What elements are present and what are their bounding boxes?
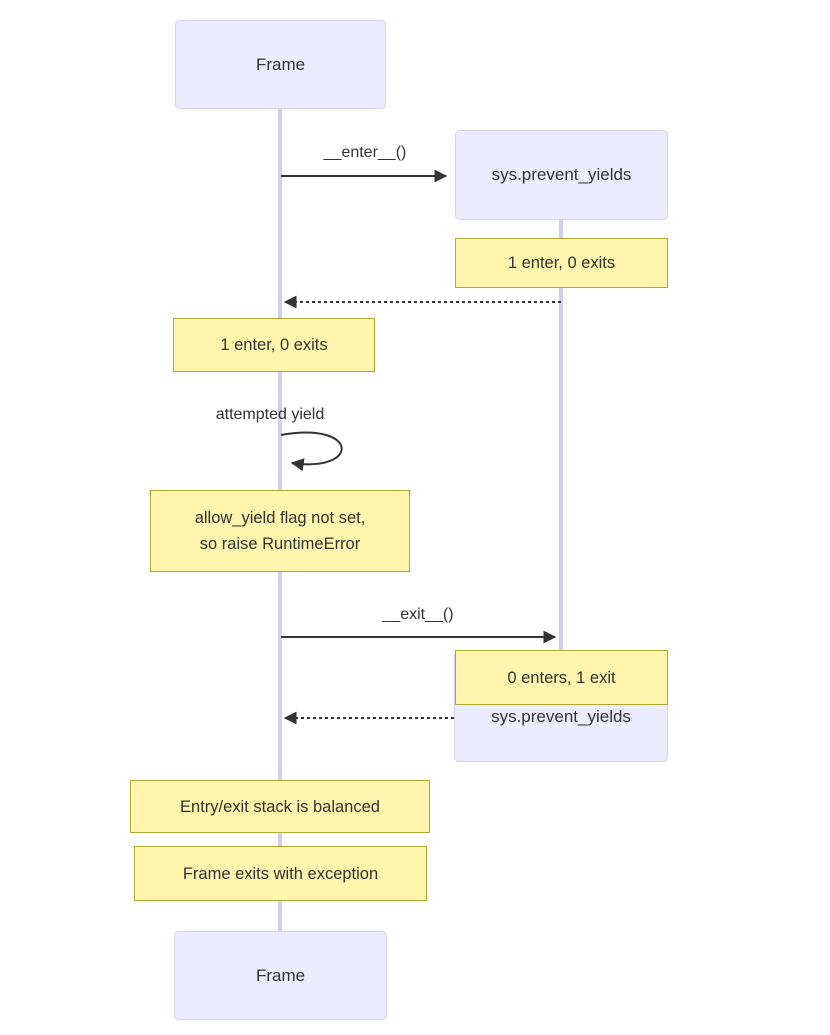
actor-label-frame-top: Frame <box>255 54 306 74</box>
note-right-exit-count: 0 enters, 1 exit <box>455 650 668 705</box>
actor-box-frame-top: Frame <box>175 20 386 109</box>
exit-message-label: __exit__() <box>382 606 454 623</box>
note-stack-balanced: Entry/exit stack is balanced <box>130 780 430 833</box>
enter-message-label: __enter__() <box>323 144 407 161</box>
actor-label-sys-prevent-yields: sys.prevent_yields <box>491 165 632 184</box>
actor-box-frame-bottom: Frame <box>174 931 387 1020</box>
note-right-enter-count: 1 enter, 0 exits <box>455 238 668 288</box>
note-runtime-error: allow_yield flag not set, so raise Runti… <box>150 490 410 572</box>
note-frame-exits-exception: Frame exits with exception <box>134 846 427 901</box>
self-loop-label: attempted yield <box>215 406 325 423</box>
note-left-enter-count: 1 enter, 0 exits <box>173 318 375 372</box>
self-loop-arrow <box>280 431 343 472</box>
actor-box-sys-prevent-yields: sys.prevent_yields <box>455 130 668 220</box>
note-runtime-error-line1: allow_yield flag not set, <box>194 509 366 527</box>
note-runtime-error-line2: so raise RuntimeError <box>199 535 361 553</box>
actor-label-sys-prevent-yields-end: sys.prevent_yields <box>491 707 631 726</box>
actor-label-frame-bottom: Frame <box>255 965 306 985</box>
